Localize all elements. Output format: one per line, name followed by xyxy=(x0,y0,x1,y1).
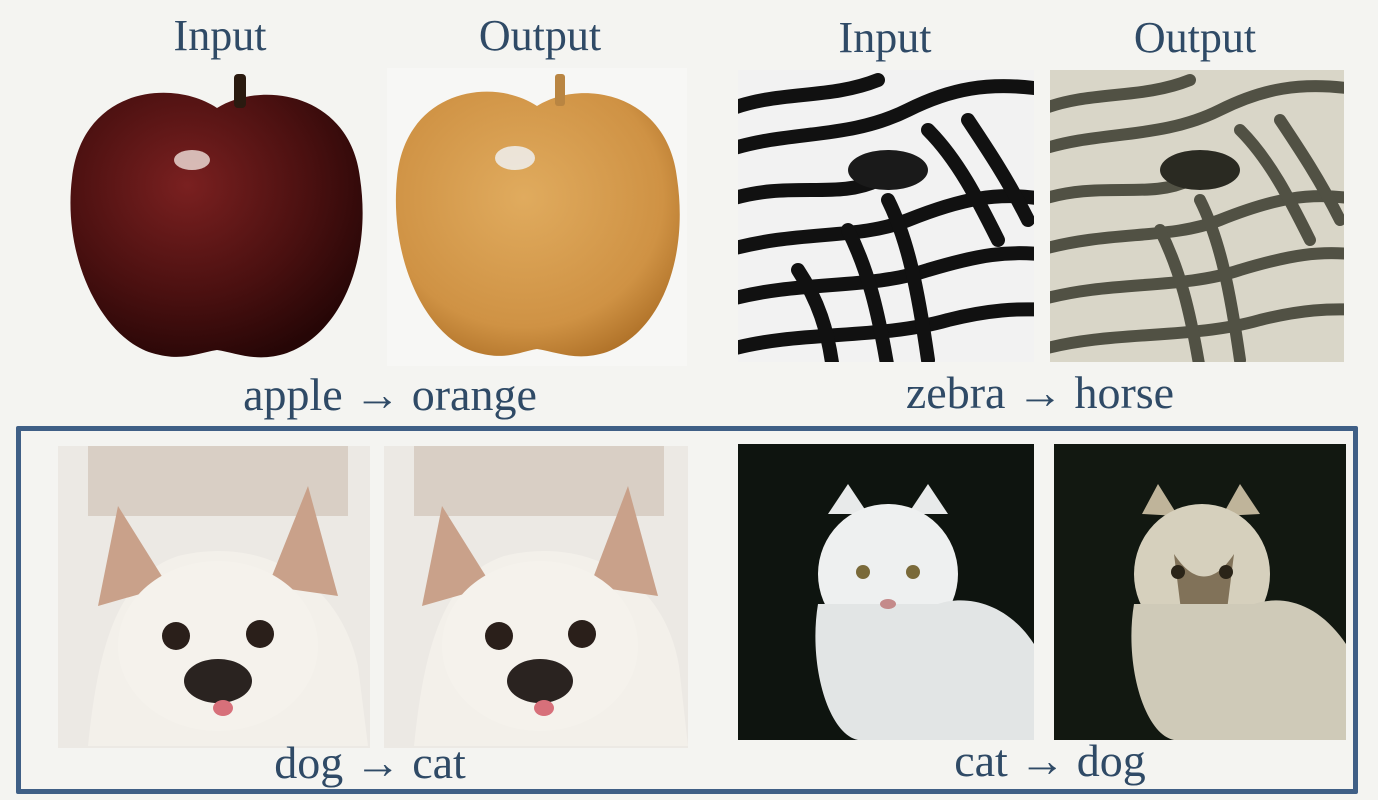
caption-dog-cat: dog → cat xyxy=(274,737,466,788)
zebra-input-image xyxy=(738,70,1034,362)
dog-output-image xyxy=(384,446,688,748)
header-output-left: Output xyxy=(478,11,602,60)
orange-output-image xyxy=(387,68,687,366)
header-input-right: Input xyxy=(838,13,932,62)
cat-input-image xyxy=(738,444,1034,740)
apple-input-image xyxy=(62,68,372,366)
cat-output-image xyxy=(1054,444,1346,740)
caption-cat-dog: cat → dog xyxy=(954,735,1146,786)
horse-output-image xyxy=(1050,70,1344,362)
caption-apple-orange: apple → orange xyxy=(243,369,537,420)
header-input-left: Input xyxy=(173,11,267,60)
header-output-right: Output xyxy=(1133,13,1257,62)
dog-input-image xyxy=(58,446,370,748)
caption-zebra-horse: zebra → horse xyxy=(905,367,1175,418)
highlight-box xyxy=(16,426,1358,794)
